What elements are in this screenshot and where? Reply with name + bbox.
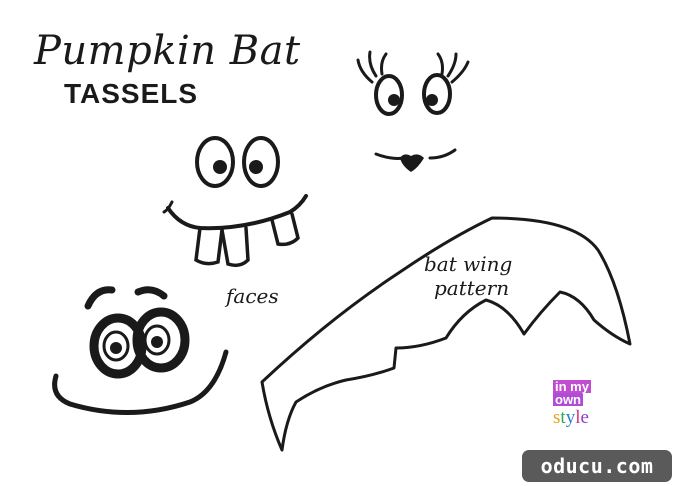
left-lashes xyxy=(356,50,388,84)
tooth-2 xyxy=(220,226,250,268)
logo-line1: in my xyxy=(553,379,591,394)
in-my-own-style-logo: in my own style xyxy=(553,380,609,428)
left-eyebrow xyxy=(84,286,116,310)
right-pupil xyxy=(249,160,263,174)
title-bold: TASSELS xyxy=(64,78,199,109)
right-pupil xyxy=(151,336,163,348)
left-pupil xyxy=(110,342,122,354)
mouth-left xyxy=(374,152,405,160)
big-eyes-face xyxy=(52,286,229,415)
right-eyebrow xyxy=(134,286,168,300)
logo-line2: own xyxy=(553,392,583,407)
tooth-1 xyxy=(194,226,224,266)
faces-label: faces xyxy=(226,284,279,308)
pattern-label: pattern xyxy=(434,276,510,300)
left-eye xyxy=(195,136,235,188)
right-lashes xyxy=(436,52,470,84)
right-eye xyxy=(242,136,280,188)
bat-wing-outline xyxy=(260,216,632,452)
lashes-face xyxy=(356,50,470,172)
watermark: oducu.com xyxy=(522,450,672,482)
left-pupil xyxy=(213,160,227,174)
heart-lips xyxy=(400,154,424,172)
left-eye xyxy=(374,74,404,116)
mouth-right xyxy=(428,148,457,160)
smile xyxy=(52,349,229,415)
left-pupil xyxy=(388,94,400,106)
title-script: Pumpkin Bat xyxy=(34,28,301,74)
bat-wing-label: bat wing xyxy=(424,252,513,276)
smile-left-end xyxy=(162,200,174,214)
smile xyxy=(166,194,308,231)
right-pupil xyxy=(426,94,438,106)
right-eye xyxy=(422,73,452,115)
right-eye xyxy=(132,307,190,373)
tooth-3 xyxy=(270,212,300,247)
teeth-face xyxy=(162,136,308,268)
logo-style-word: style xyxy=(553,407,589,428)
